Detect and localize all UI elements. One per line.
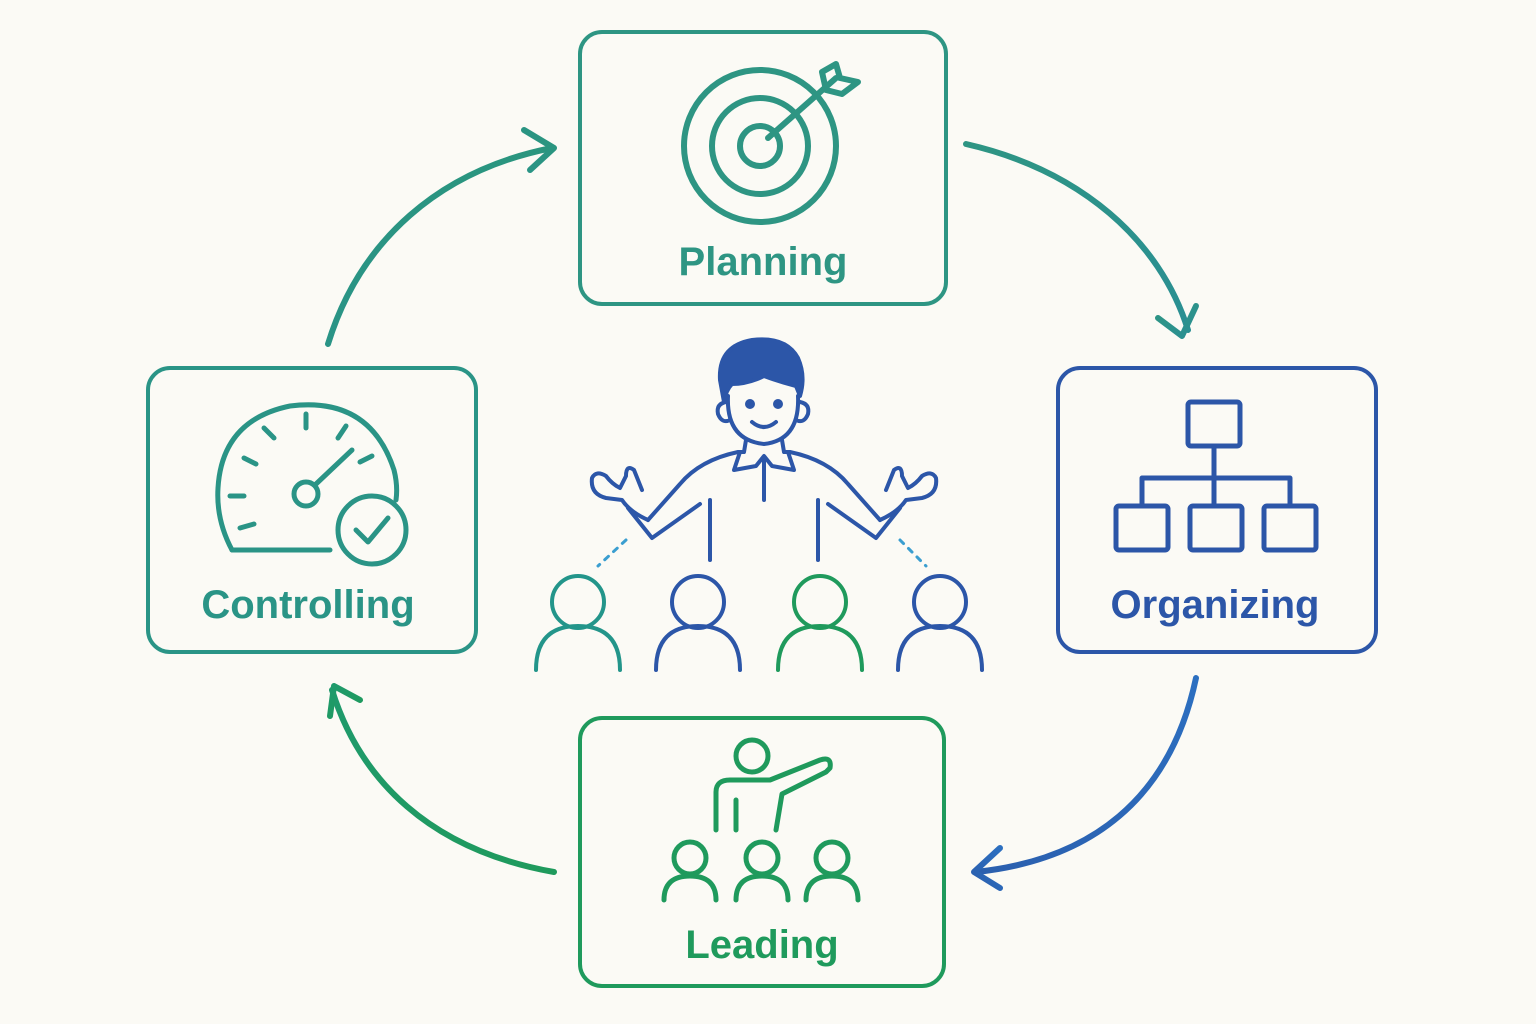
manager-head: [715, 337, 811, 446]
planning-label: Planning: [679, 240, 848, 284]
team-member-4: [896, 574, 984, 672]
organizing-card: Organizing: [1056, 366, 1378, 654]
arrow-planning-to-organizing: [963, 141, 1199, 339]
manager-body: [589, 438, 939, 562]
presenter-icon: [713, 737, 833, 833]
planning-card: Planning: [578, 30, 948, 306]
target-icon: [681, 61, 861, 225]
gauge-icon: [215, 402, 400, 553]
controlling-card: Controlling: [146, 366, 478, 654]
controlling-label: Controlling: [201, 583, 414, 627]
checkmark-circle-icon: [335, 493, 409, 567]
leading-label: Leading: [685, 923, 838, 967]
team-member-1: [534, 574, 622, 672]
arrow-organizing-to-leading: [971, 675, 1199, 891]
arrow-controlling-to-planning: [325, 127, 557, 347]
manager-figure: [589, 337, 939, 568]
audience-icon: [661, 839, 861, 903]
team-member-3: [776, 574, 864, 672]
arrow-leading-to-controlling: [327, 683, 557, 875]
connector-lines: [596, 538, 928, 568]
leading-card: Leading: [578, 716, 946, 988]
org-chart-icon: [1113, 399, 1319, 553]
team-member-2: [654, 574, 742, 672]
organizing-label: Organizing: [1111, 583, 1320, 627]
